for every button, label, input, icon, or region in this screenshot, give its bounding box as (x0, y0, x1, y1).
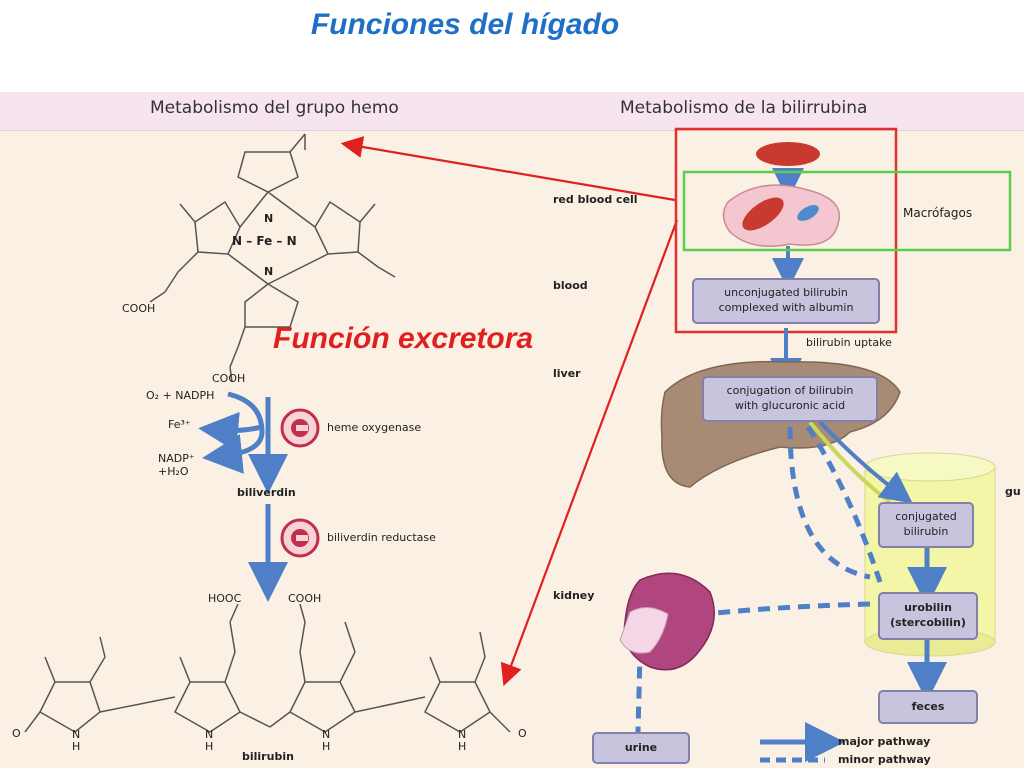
row-label-liver: liver (553, 367, 581, 380)
heme-oxygenase-arrows (198, 391, 288, 602)
red-blood-cell-icon (756, 142, 820, 166)
callout-arrows (340, 136, 679, 687)
outputs-label: NADP⁺ +H₂O (158, 452, 195, 478)
bilirubin-structure (24, 603, 511, 733)
cooh-label-3: COOH (288, 592, 322, 605)
cooh-label-2: COOH (212, 372, 246, 385)
nh-label-2: N H (205, 728, 214, 754)
legend-minor-label: minor pathway (838, 753, 931, 766)
row-label-blood: blood (553, 279, 588, 292)
diagram-drawing (24, 127, 1012, 763)
row-label-kidney: kidney (553, 589, 595, 602)
bilirubin-metabolism-header: Metabolismo de la bilirrubina (620, 98, 868, 118)
enzyme-icon-1 (280, 408, 320, 448)
figure-header (0, 92, 1024, 131)
biliverdin-reductase-label: biliverdin reductase (327, 531, 436, 544)
conjugated-bilirubin-box: conjugated bilirubin (878, 502, 974, 548)
macrophage-icon (722, 184, 841, 247)
conjugation-box: conjugation of bilirubin with glucuronic… (702, 376, 878, 422)
urobilin-box: urobilin (stercobilin) (878, 592, 978, 640)
kidney-icon (619, 572, 715, 671)
fe-center-label: N – Fe – N (232, 234, 297, 248)
cooh-label-1: COOH (122, 302, 156, 315)
heme-oxygenase-label: heme oxygenase (327, 421, 422, 434)
enzyme-icon-2 (280, 518, 320, 558)
bilirubin-uptake-label: bilirubin uptake (806, 336, 892, 349)
legend-major-label: major pathway (838, 735, 931, 748)
feces-box: feces (878, 690, 978, 724)
unconjugated-bilirubin-box: unconjugated bilirubin complexed with al… (692, 278, 880, 324)
nh-label-4: N H (458, 728, 467, 754)
row-label-gut: gu (1005, 485, 1021, 498)
inputs-label: O₂ + NADPH (146, 389, 215, 402)
urine-box: urine (592, 732, 690, 764)
nh-label-3: N H (322, 728, 331, 754)
hooc-label: HOOC (208, 592, 242, 605)
green-highlight-box (682, 170, 1012, 252)
nh-label-1: N H (72, 728, 81, 754)
n-bottom-label: N (264, 265, 274, 278)
heme-metabolism-header: Metabolismo del grupo hemo (150, 98, 399, 118)
slide-title: Funciones del hígado (310, 8, 620, 41)
o-label-left: O (12, 727, 21, 740)
liver-function-figure: Metabolismo del grupo hemo Metabolismo d… (0, 92, 1024, 768)
o-label-right: O (518, 727, 527, 740)
bilirubin-label: bilirubin (242, 750, 294, 763)
row-label-red-blood-cell: red blood cell (553, 193, 638, 206)
heme-structure (149, 133, 396, 383)
excretory-function-callout: Función excretora (273, 322, 534, 355)
macrophages-label: Macrófagos (903, 206, 973, 220)
fe3-label: Fe³⁺ (168, 418, 191, 431)
n-top-label: N (264, 212, 274, 225)
biliverdin-label: biliverdin (237, 486, 296, 499)
